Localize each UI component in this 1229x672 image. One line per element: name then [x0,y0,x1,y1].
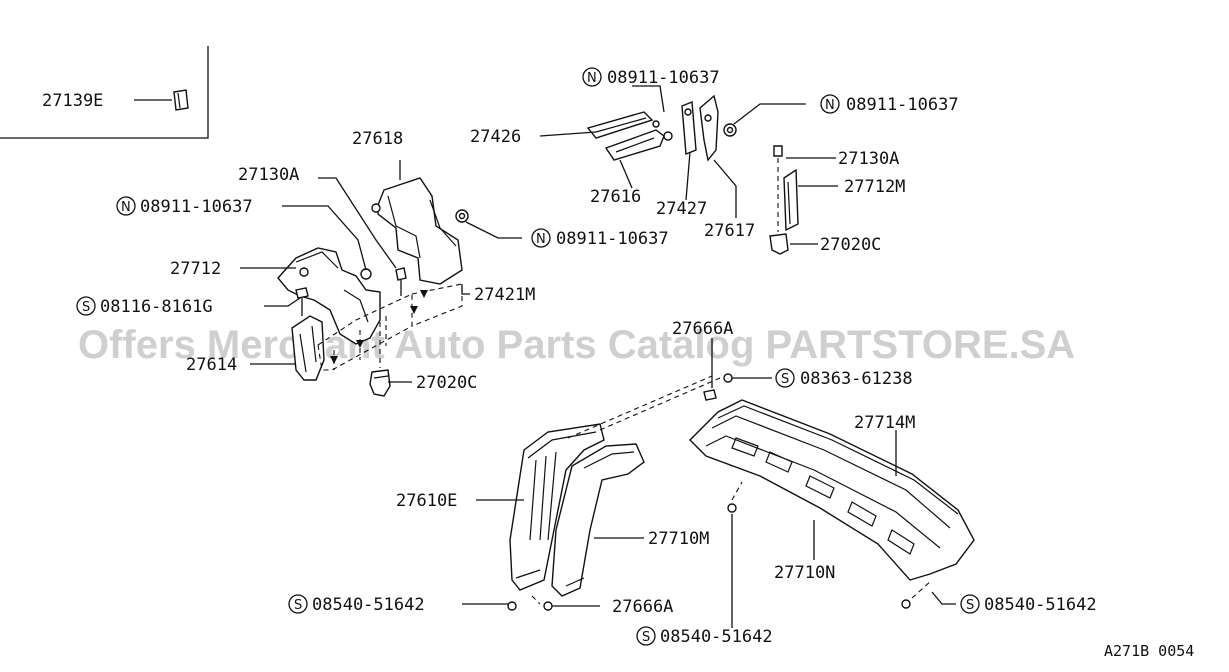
label-27426[interactable]: 27426 [470,127,521,147]
lower-assembly [507,373,975,611]
label-27710N[interactable]: 27710N [774,563,835,583]
label-08911-10637-left[interactable]: 08911-10637 [140,197,253,217]
svg-text:N: N [536,232,546,247]
svg-text:S: S [294,598,302,613]
label-27712[interactable]: 27712 [170,259,221,279]
label-27614[interactable]: 27614 [186,355,237,375]
label-27020C-left[interactable]: 27020C [416,373,477,393]
label-08540-51642-left[interactable]: 08540-51642 [312,595,425,615]
svg-text:N: N [825,98,835,113]
label-08540-51642-right[interactable]: 08540-51642 [984,595,1097,615]
left-leaders [240,160,522,383]
clip-27020C-right [769,233,789,255]
clip-part-27139E [173,89,189,111]
label-27130A-left[interactable]: 27130A [238,165,299,185]
watermark: Offers Merchant Auto Parts Catalog PARTS… [78,323,1075,367]
label-27421M[interactable]: 27421M [474,285,535,305]
prefix-n-mid: N [531,228,551,248]
prefix-n-right: N [820,94,840,114]
label-27618[interactable]: 27618 [352,129,403,149]
label-27610E[interactable]: 27610E [396,491,457,511]
lower-leaders [462,338,956,628]
bracket-27617 [699,94,719,162]
label-08911-10637-top[interactable]: 08911-10637 [607,68,720,88]
label-08116-8161G[interactable]: 08116-8161G [100,297,213,317]
label-08363-61238[interactable]: 08363-61238 [800,369,913,389]
bracket-27614 [291,315,325,381]
inset-box: 27139E [0,46,209,139]
svg-text:S: S [781,372,789,387]
bracket-27712M [783,168,799,232]
svg-text:N: N [587,71,597,86]
label-27666A-bottom[interactable]: 27666A [612,597,673,617]
panel-27714M [689,399,975,581]
svg-text:S: S [966,598,974,613]
label-27712M[interactable]: 27712M [844,177,905,197]
clip-27020C-left [369,369,391,397]
svg-text:S: S [642,630,650,645]
label-27714M[interactable]: 27714M [854,413,915,433]
diagram-code: A271B 0054 [1104,642,1194,660]
left-bracket-assembly [277,177,469,397]
label-08540-51642-bottom[interactable]: 08540-51642 [660,627,773,647]
bracket-27618 [377,177,463,285]
upper-right-leaders [539,85,838,245]
prefix-s-08540-right: S [960,594,980,614]
panel-27710M [551,443,645,597]
label-27427[interactable]: 27427 [656,199,707,219]
svg-text:S: S [82,300,90,315]
prefix-s-08540-left: S [288,594,308,614]
svg-text:N: N [121,200,131,215]
label-27666A-top[interactable]: 27666A [672,319,733,339]
prefix-n-top: N [582,67,602,87]
label-27139E[interactable]: 27139E [42,91,103,111]
label-27020C-right[interactable]: 27020C [820,235,881,255]
upper-right-assembly [586,94,799,255]
label-27130A-right[interactable]: 27130A [838,149,899,169]
label-27617[interactable]: 27617 [704,221,755,241]
bracket-27427 [681,100,697,156]
label-27616[interactable]: 27616 [590,187,641,207]
panel-27610E [509,423,605,591]
prefix-n-left: N [116,196,136,216]
label-08911-10637-mid[interactable]: 08911-10637 [556,229,669,249]
label-08911-10637-right[interactable]: 08911-10637 [846,95,959,115]
prefix-s-08116: S [76,296,96,316]
prefix-s-08540-bottom: S [636,626,656,646]
label-27710M[interactable]: 27710M [648,529,709,549]
prefix-s-08363: S [775,368,795,388]
